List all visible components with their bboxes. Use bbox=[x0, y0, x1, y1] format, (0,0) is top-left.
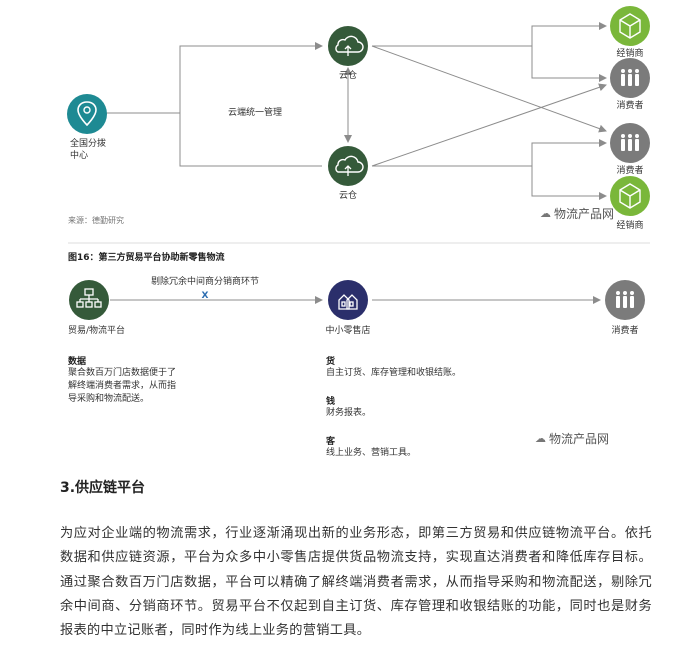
figure-title: 图16：第三方贸易平台协助新零售物流 bbox=[68, 253, 225, 263]
distribution-center-label: 全国分拨 中心 bbox=[70, 139, 107, 161]
consumer-label: 消费者 bbox=[616, 166, 644, 176]
body-paragraph: 为应对企业端的物流需求，行业逐渐涌现出新的业务形态，即第三方贸易和供应链物流平台… bbox=[60, 526, 652, 639]
wechat-icon: ☁ bbox=[535, 432, 546, 445]
remove-mark: X bbox=[201, 291, 209, 301]
data-block: 数据 聚合数百万门店数据便于了 解终端消费者需求，从而指 导采购和物流配送。 bbox=[68, 354, 176, 406]
consumer-label: 消费者 bbox=[611, 326, 639, 336]
arrow-caption: 剔除冗余中间商分销商环节 bbox=[150, 277, 260, 287]
diagram-svg bbox=[67, 6, 650, 320]
data-block-line: 聚合数百万门店数据便于了 bbox=[68, 368, 177, 378]
customer-block: 客 线上业务、营销工具。 bbox=[326, 434, 416, 460]
platform-label: 贸易/物流平台 bbox=[68, 326, 126, 336]
dealer-icon bbox=[610, 176, 650, 216]
goods-block-text: 自主订货、库存管理和收银结账。 bbox=[326, 368, 462, 378]
data-block-title: 数据 bbox=[68, 357, 87, 367]
dealer-icon bbox=[610, 6, 650, 46]
customer-block-text: 线上业务、营销工具。 bbox=[326, 448, 417, 458]
consumer-icon bbox=[610, 123, 650, 163]
source-note: 来源：德勤研究 bbox=[68, 216, 124, 225]
platform-icon bbox=[69, 280, 109, 320]
store-icon bbox=[328, 280, 368, 320]
top-connectors bbox=[88, 22, 607, 200]
money-block: 钱 财务报表。 bbox=[326, 394, 371, 420]
consumer-icon bbox=[610, 58, 650, 98]
distribution-center-icon bbox=[67, 94, 107, 134]
cloud-warehouse-label: 云仓 bbox=[338, 191, 358, 201]
consumer-label: 消费者 bbox=[616, 101, 644, 111]
goods-block-title: 货 bbox=[326, 357, 336, 367]
customer-block-title: 客 bbox=[326, 437, 336, 447]
consumer-icon bbox=[605, 280, 645, 320]
watermark: ☁ 物流产品网 bbox=[535, 432, 610, 446]
wechat-icon: ☁ bbox=[540, 207, 551, 220]
section-title: 3.供应链平台 bbox=[60, 480, 146, 496]
dealer-label: 经销商 bbox=[616, 49, 644, 59]
cloud-warehouse-label: 云仓 bbox=[338, 71, 358, 81]
figure-area: 全国分拨 中心 云端统一管理 云仓 云仓 经销商 消费者 消费者 经销商 来源：… bbox=[67, 6, 650, 460]
watermark: ☁ 物流产品网 bbox=[540, 207, 615, 221]
money-block-text: 财务报表。 bbox=[326, 408, 372, 418]
dealer-label: 经销商 bbox=[616, 221, 644, 231]
store-label: 中小零售店 bbox=[325, 326, 371, 336]
management-label: 云端统一管理 bbox=[228, 108, 283, 118]
cloud-warehouse-icon bbox=[328, 146, 368, 186]
data-block-line: 导采购和物流配送。 bbox=[68, 394, 150, 404]
goods-block: 货 自主订货、库存管理和收银结账。 bbox=[326, 354, 461, 380]
data-block-line: 解终端消费者需求，从而指 bbox=[68, 381, 177, 391]
cloud-warehouse-icon bbox=[328, 26, 368, 66]
money-block-title: 钱 bbox=[326, 397, 336, 407]
